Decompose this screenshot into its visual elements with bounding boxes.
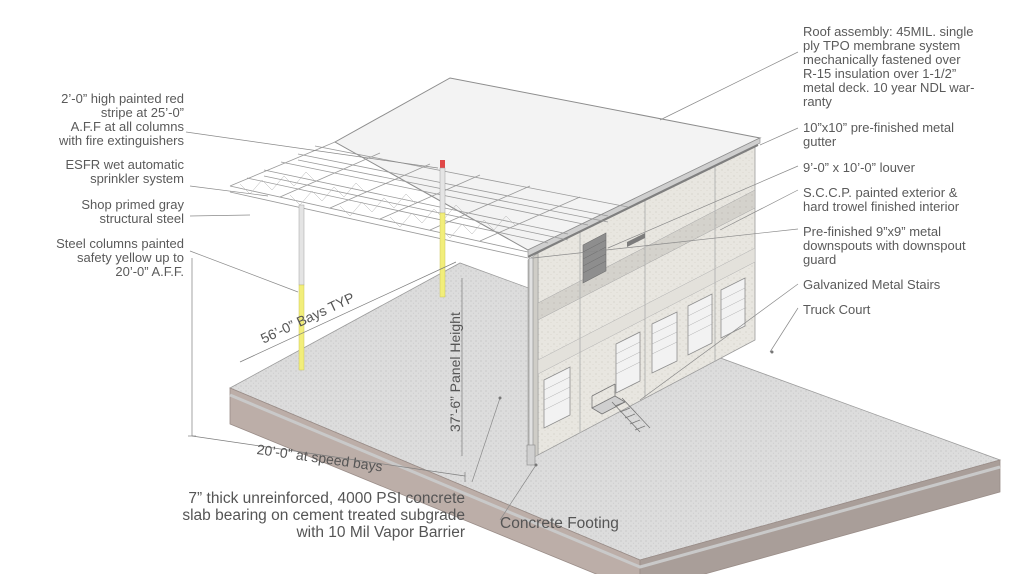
callout-downspouts: Pre-finished 9”x9” metal downspouts with…	[803, 224, 966, 267]
structural-steel-joists	[229, 141, 629, 259]
steel-column-left	[298, 204, 305, 371]
dimension-panel-height: 37’-6” Panel Height	[447, 312, 463, 432]
metal-stairs	[591, 383, 651, 433]
dock-doors	[543, 277, 746, 429]
callout-concrete-footing: Concrete Footing	[500, 515, 619, 532]
callout-roof-assembly: Roof assembly: 45MIL. single ply TPO mem…	[803, 24, 975, 109]
callout-red-stripe: 2’-0” high painted red stripe at 25’-0” …	[59, 91, 184, 148]
callout-stairs: Galvanized Metal Stairs	[803, 277, 941, 292]
downspout	[528, 257, 534, 464]
louver	[582, 232, 607, 284]
callout-concrete-slab: 7” thick unreinforced, 4000 PSI concrete…	[182, 490, 465, 541]
callout-steel-columns: Steel columns painted safety yellow up t…	[56, 236, 184, 279]
callout-gutter: 10”x10” pre-finished metal gutter	[803, 120, 955, 149]
callout-sprinkler: ESFR wet automatic sprinkler system	[65, 157, 185, 186]
callout-structural-steel: Shop primed gray structural steel	[81, 197, 184, 226]
steel-column-right	[439, 160, 446, 298]
callout-sccp: S.C.C.P. painted exterior & hard trowel …	[803, 185, 960, 214]
callout-louver: 9’-0” x 10’-0” louver	[803, 160, 915, 175]
callout-truck-court: Truck Court	[803, 302, 871, 317]
leader-lines	[185, 51, 799, 521]
